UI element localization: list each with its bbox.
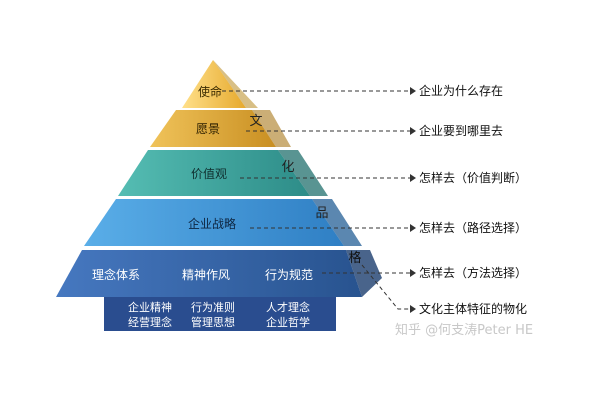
base-item-5: 管理思想 (191, 315, 235, 329)
leader-arrows (410, 87, 416, 313)
side-char-3: 品 (315, 206, 328, 221)
layer-strategy-label: 企业战略 (188, 216, 236, 231)
annotation-3: 怎样去（价值判断） (419, 170, 527, 185)
layer-strategy: 企业战略 品 (84, 199, 362, 246)
base-block: 企业精神 行为准则 人才理念 经营理念 管理思想 企业哲学 (104, 297, 336, 331)
base-item-6: 企业哲学 (266, 315, 310, 329)
annotation-2: 企业要到哪里去 (419, 123, 503, 138)
layer-vision-label: 愿景 (196, 122, 220, 136)
base-item-2: 行为准则 (191, 301, 235, 314)
watermark: 知乎 @何支涛Peter HE (395, 322, 533, 338)
annotation-5: 怎样去（方法选择） (419, 265, 527, 280)
layer-behavior: 理念体系 精神作风 行为规范 格 (56, 250, 382, 297)
layer-behavior-item-1: 理念体系 (92, 267, 140, 282)
layer-values: 价值观 化 (118, 150, 328, 196)
annotation-4: 怎样去（路径选择） (419, 220, 527, 235)
leader-lines (222, 90, 410, 310)
annotation-6: 文化主体特征的物化 (419, 301, 527, 316)
layer-behavior-item-2: 精神作风 (182, 268, 230, 282)
leader-line-6 (361, 264, 410, 310)
annotation-1: 企业为什么存在 (419, 83, 503, 98)
base-item-3: 人才理念 (266, 300, 310, 314)
side-char-1: 文 (249, 114, 262, 129)
layer-values-label: 价值观 (191, 166, 227, 181)
layer-vision: 愿景 文 (150, 110, 291, 147)
side-char-2: 化 (281, 160, 294, 175)
side-char-4: 格 (348, 250, 361, 266)
base-item-4: 经营理念 (128, 315, 172, 329)
base-item-1: 企业精神 (128, 300, 172, 314)
layer-behavior-item-3: 行为规范 (265, 267, 313, 282)
layer-mission-label: 使命 (198, 84, 222, 99)
layer-mission: 使命 (182, 60, 258, 108)
